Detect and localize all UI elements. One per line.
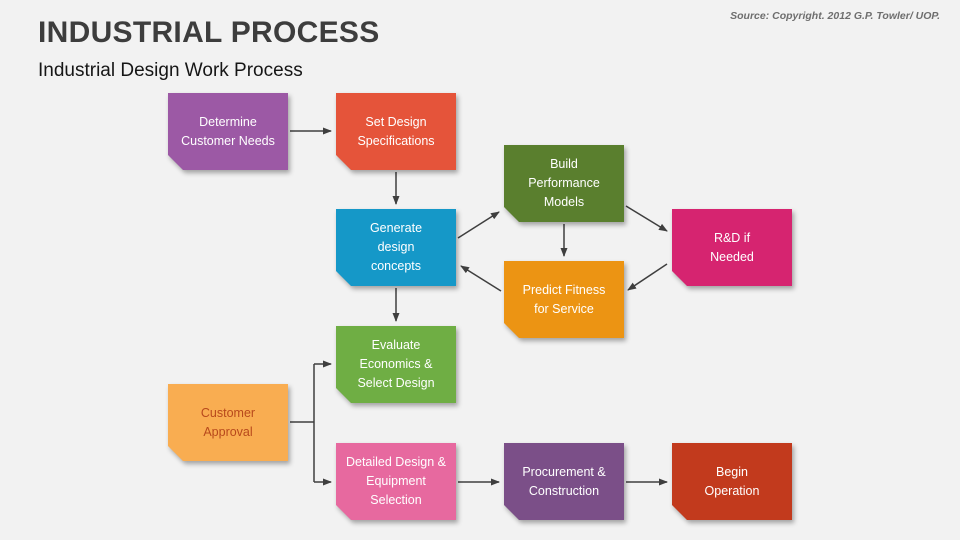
flow-arrow-predict-to-generate (460, 265, 502, 292)
flow-node-label-line: Construction (528, 483, 600, 498)
flow-node-label-line: Models (543, 195, 585, 209)
flow-node-shape: Predict Fitness for Service (504, 261, 624, 338)
flow-node-shape: Procurement & Construction (504, 443, 624, 520)
flow-node-procurement-construction: Procurement & Construction (504, 443, 624, 520)
flow-node-label-line: Operation (704, 483, 760, 498)
flow-node-label-line: Begin (716, 464, 748, 479)
flow-node-label-line: concepts (370, 259, 422, 273)
flow-node-label-line: Build (550, 157, 578, 171)
page-subtitle: Industrial Design Work Process (38, 60, 303, 81)
flow-node-label-line: Economics & (359, 357, 433, 371)
flow-node-label-line: Needed (710, 249, 754, 264)
flow-arrow-rd-to-predict (627, 263, 668, 291)
flow-node-label-line: Approval (203, 424, 253, 439)
flow-node-predict-fitness-for-service: Predict Fitness for Service (504, 261, 624, 338)
source-attribution: Source: Copyright. 2012 G.P. Towler/ UOP… (730, 10, 940, 22)
flow-arrow-build-to-rd (625, 205, 668, 232)
flow-node-label-line: Evaluate (371, 338, 421, 352)
flow-node-shape: Generate design concepts (336, 209, 456, 286)
flow-node-label-line: design (377, 240, 415, 254)
flow-node-label-line: Selection (370, 493, 422, 507)
flow-node-label-line: Customer Needs (181, 133, 275, 148)
flow-node-label-line: Detailed Design & (345, 455, 447, 469)
flow-node-label-line: Specifications (357, 133, 435, 148)
flow-node-label-line: R&D if (713, 230, 751, 245)
flow-node-label-line: Performance (528, 176, 600, 190)
flow-node-shape: R&D if Needed (672, 209, 792, 286)
flow-node-rd-if-needed: R&D if Needed (672, 209, 792, 286)
flow-node-label-line: Generate (369, 221, 423, 235)
page-title: INDUSTRIAL PROCESS (38, 16, 380, 49)
flow-node-label-line: Set Design (365, 114, 427, 129)
flow-node-label-line: for Service (534, 301, 594, 316)
flow-node-label-line: Customer (200, 405, 256, 420)
flow-node-label-line: Predict Fitness (522, 282, 606, 297)
flow-node-generate-design-concepts: Generate design concepts (336, 209, 456, 286)
flow-node-label-line: Procurement & (522, 464, 606, 479)
flow-arrow-generate-to-build (457, 211, 500, 239)
flow-node-label-line: Select Design (357, 376, 435, 390)
flow-node-label-line: Determine (199, 114, 257, 129)
flow-node-label-line: Equipment (366, 474, 426, 488)
